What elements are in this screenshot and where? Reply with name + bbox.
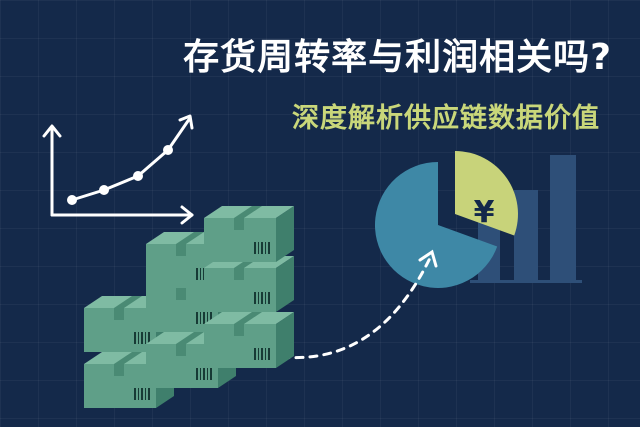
subheadline: 深度解析供应链数据价值 [292,103,600,134]
line-chart-icon [42,114,194,225]
dashed-arrow-icon [280,249,438,360]
headline: 存货周转率与利润相关吗? [183,37,612,78]
box-stack-icon [84,206,294,408]
yen-icon: ¥ [474,195,495,230]
pie-chart-icon [374,151,518,289]
